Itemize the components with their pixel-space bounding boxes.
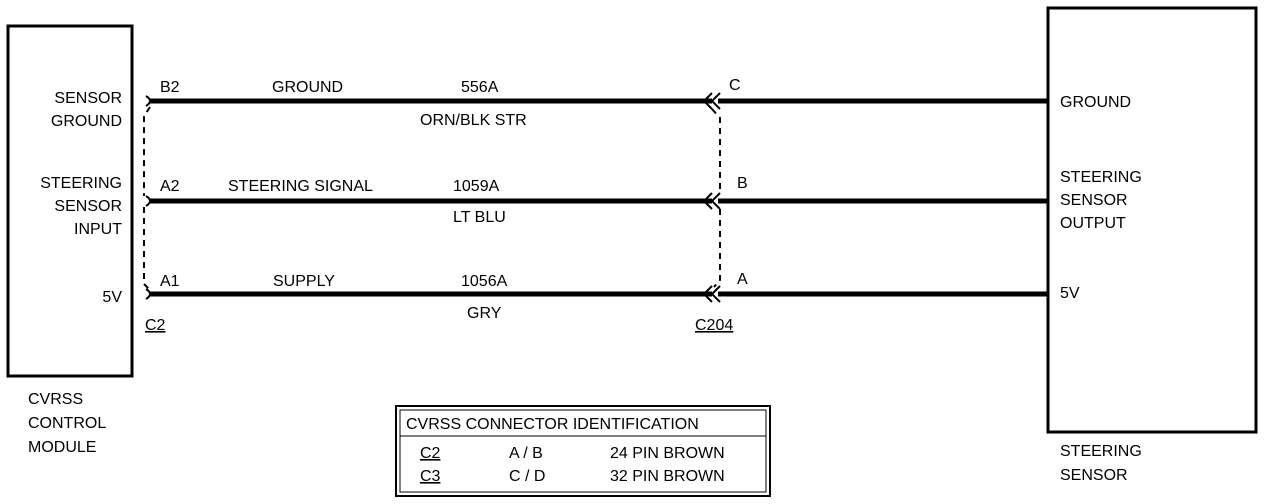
left-pin-label-ground: GROUND xyxy=(51,113,122,130)
right-pin-label-output: OUTPUT xyxy=(1060,215,1126,232)
c2-connector-outline-upper xyxy=(143,106,151,196)
c204-connector-outline-lower xyxy=(713,209,721,288)
wire-supply xyxy=(145,285,1048,303)
connector-id-table: CVRSS CONNECTOR IDENTIFICATION C2 A / B … xyxy=(395,405,771,497)
connector-id-table-outer xyxy=(395,405,771,497)
wire-function-ground: GROUND xyxy=(272,79,343,96)
table-row-2-cavities: C / D xyxy=(509,468,545,485)
pin-label-a: A xyxy=(737,271,748,288)
right-pin-label-sensor: SENSOR xyxy=(1060,192,1128,209)
pin-label-c: C xyxy=(729,77,741,94)
right-pin-label-5v: 5V xyxy=(1060,285,1080,302)
c2-connector-outline-lower xyxy=(143,207,151,291)
c204-connector-outline-upper xyxy=(711,108,721,194)
left-module-name-line-3: MODULE xyxy=(28,439,96,456)
wire-color-orn-blk-str: ORN/BLK STR xyxy=(420,112,527,129)
right-pin-label-steering: STEERING xyxy=(1060,169,1142,186)
circuit-number-556a: 556A xyxy=(461,79,499,96)
wire-steering-signal xyxy=(145,192,1048,210)
c2-terminal-a1 xyxy=(145,288,151,300)
left-module-name-line-1: CVRSS xyxy=(28,391,83,408)
c2-terminal-a2 xyxy=(145,195,151,207)
circuit-number-1059a: 1059A xyxy=(453,178,500,195)
circuit-number-1056a: 1056A xyxy=(461,273,508,290)
left-pin-label-steering: STEERING xyxy=(40,175,122,192)
wire-function-supply: SUPPLY xyxy=(273,273,335,290)
pin-label-a1: A1 xyxy=(160,273,180,290)
steering-sensor-box xyxy=(1046,6,1258,434)
connector-label-c2: C2 xyxy=(145,317,166,334)
pin-label-b2: B2 xyxy=(160,79,180,96)
left-module-name-line-2: CONTROL xyxy=(28,415,106,432)
wire-function-steering-signal: STEERING SIGNAL xyxy=(228,178,373,195)
c2-terminal-b2 xyxy=(145,95,151,107)
right-module-name-line-1: STEERING xyxy=(1060,443,1142,460)
table-row-1-description: 24 PIN BROWN xyxy=(610,445,725,462)
connector-label-c204: C204 xyxy=(695,317,733,334)
cvrss-control-module-box xyxy=(6,24,134,378)
pin-label-b: B xyxy=(737,175,748,192)
left-pin-label-input: INPUT xyxy=(74,221,122,238)
wire-ground xyxy=(145,92,1048,110)
left-pin-label-sensor-2: SENSOR xyxy=(54,198,122,215)
connector-id-table-inner xyxy=(399,409,767,493)
left-pin-label-sensor: SENSOR xyxy=(54,90,122,107)
connector-id-table-title: CVRSS CONNECTOR IDENTIFICATION xyxy=(406,416,699,433)
left-pin-label-5v: 5V xyxy=(102,289,122,306)
c204-terminal-b xyxy=(702,192,721,210)
right-pin-label-ground: GROUND xyxy=(1060,94,1131,111)
wire-color-lt-blu: LT BLU xyxy=(453,209,506,226)
table-row-1-connector: C2 xyxy=(420,445,441,462)
wire-color-gry: GRY xyxy=(467,305,502,322)
table-row-2-description: 32 PIN BROWN xyxy=(610,468,725,485)
c204-terminal-a xyxy=(702,285,721,303)
table-row-1-cavities: A / B xyxy=(509,445,543,462)
right-module-name-line-2: SENSOR xyxy=(1060,467,1128,484)
c204-terminal-c xyxy=(702,92,721,110)
pin-label-a2: A2 xyxy=(160,178,180,195)
table-row-2-connector: C3 xyxy=(420,468,441,485)
